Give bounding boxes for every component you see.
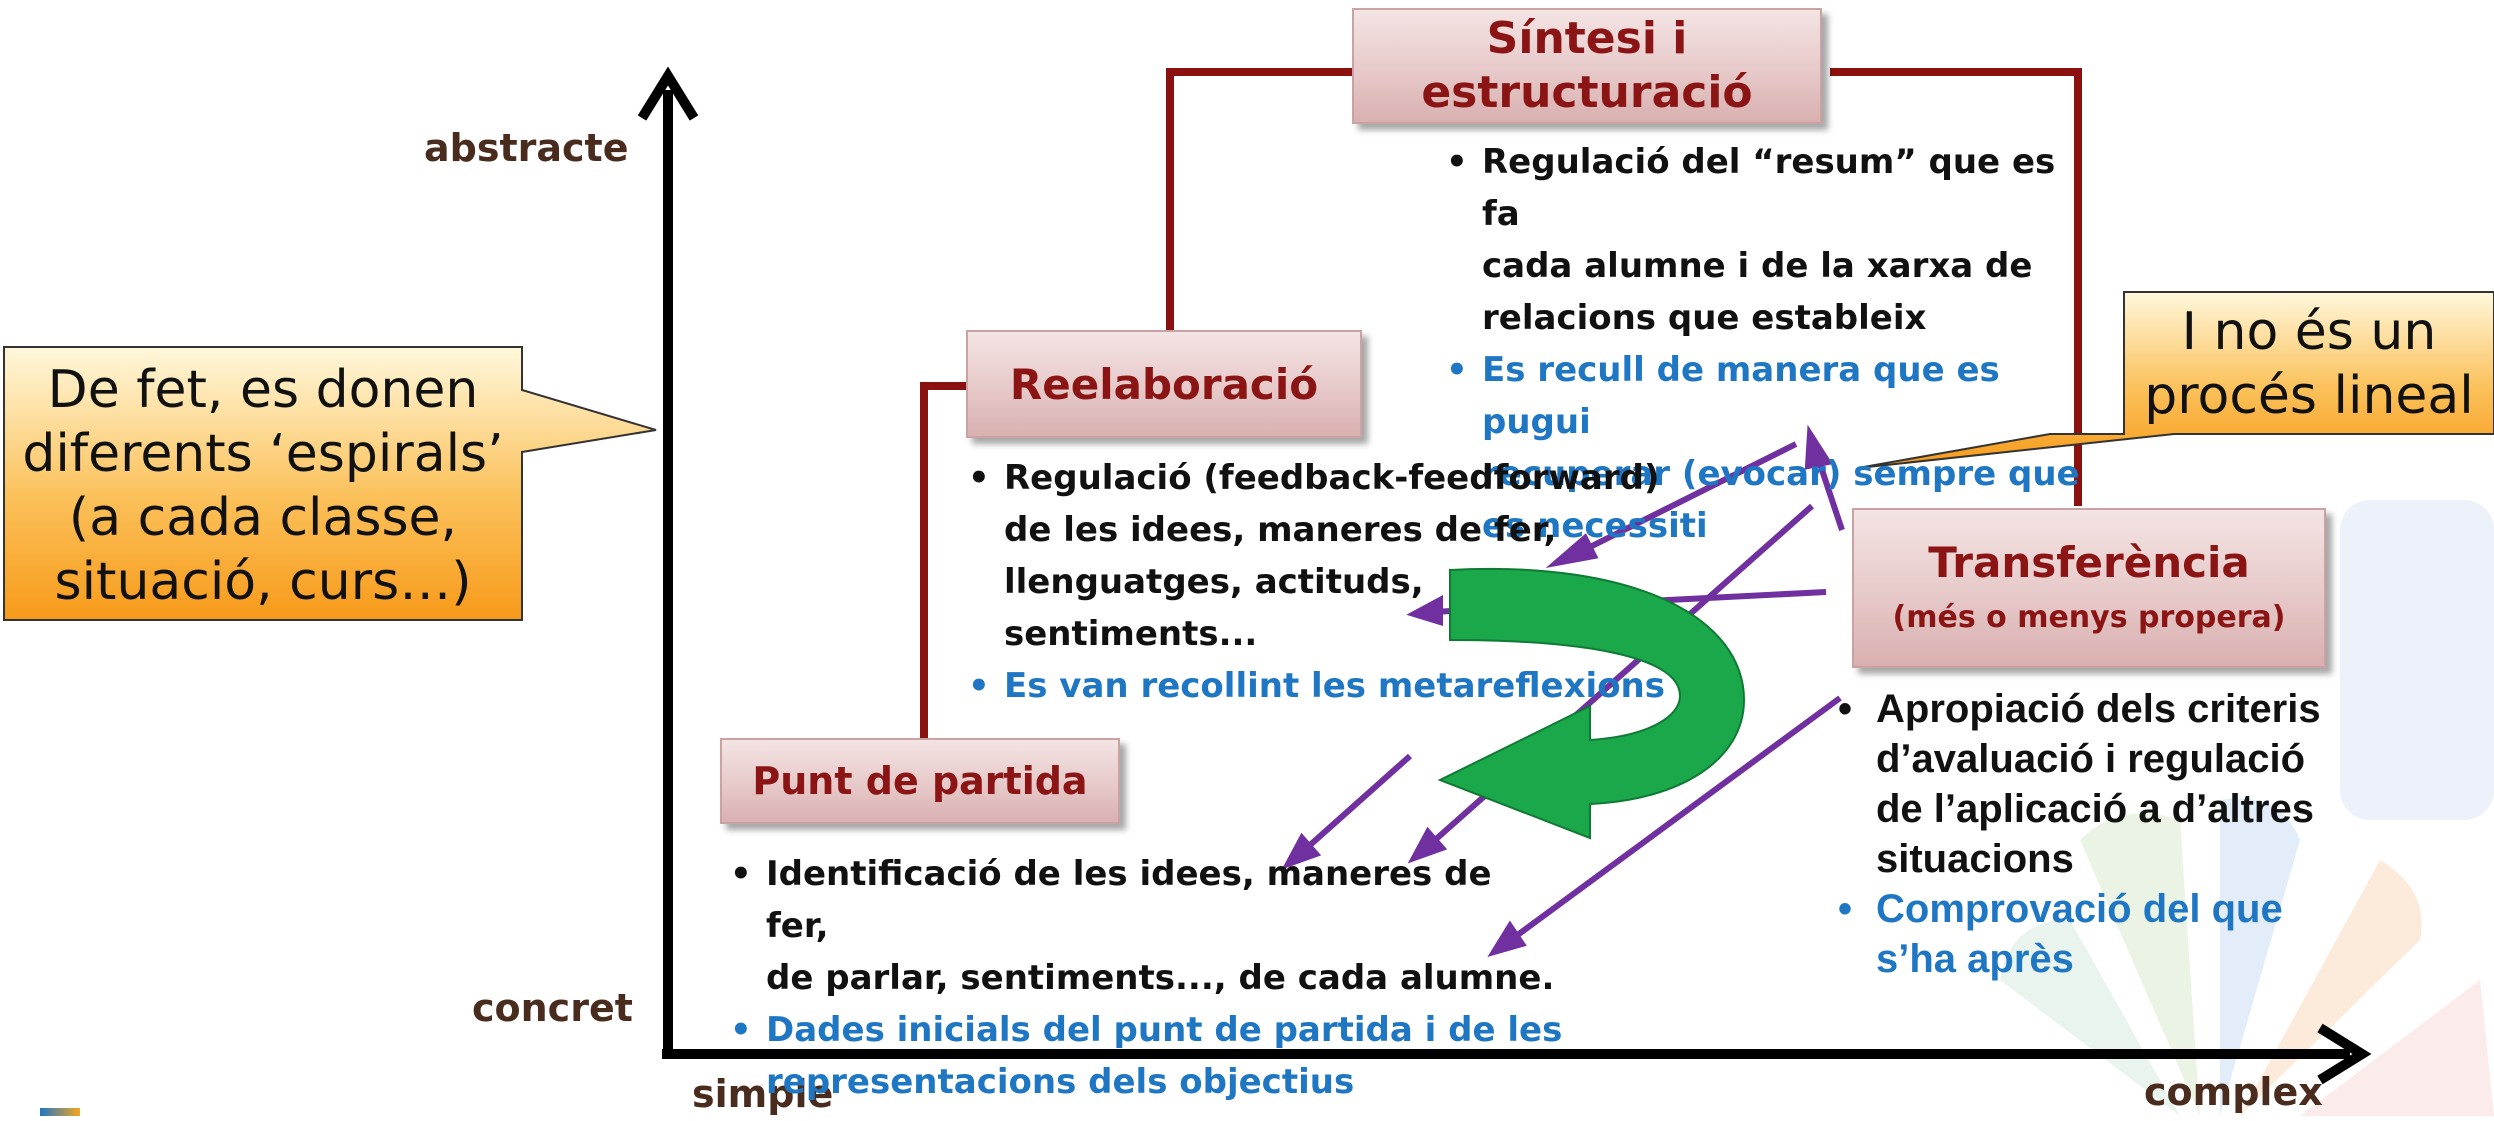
stage-punt-partida-title: Punt de partida bbox=[752, 759, 1088, 803]
bullet-line: llenguatges, actituds, bbox=[1004, 562, 1424, 602]
bullet-line: Identificació de les idees, maneres de f… bbox=[766, 854, 1492, 946]
bullet-line: Regulació del “resum” que es fa bbox=[1482, 142, 2056, 234]
left-callout-text: De fet, es donen diferents ‘espirals’ (a… bbox=[4, 358, 522, 614]
stage-punt-partida-box: Punt de partida bbox=[720, 738, 1120, 824]
callout-line: De fet, es donen bbox=[47, 360, 479, 420]
stage-reelaboracio-title: Reelaboració bbox=[1009, 359, 1319, 409]
bullet-line: s’ha après bbox=[1876, 937, 2074, 981]
logo-mark-icon bbox=[40, 1108, 80, 1116]
stage-punt-partida-bullets: Identificació de les idees, maneres de f… bbox=[724, 848, 1564, 1108]
stage-transferencia-title: Transferència bbox=[1928, 538, 2250, 587]
bullet-item: Apropiació dels criteris d’avaluació i r… bbox=[1832, 684, 2392, 884]
bullet-line: de l’aplicació a d’altres bbox=[1876, 787, 2314, 831]
stage-transferencia-box: Transferència (més o menys propera) bbox=[1852, 508, 2326, 668]
x-axis-right-label: complex bbox=[2144, 1070, 2323, 1114]
bullet-item: Identificació de les idees, maneres de f… bbox=[724, 848, 1564, 1004]
y-axis bbox=[637, 66, 699, 1058]
bullet-line: Dades inicials del punt de partida i de … bbox=[766, 1010, 1563, 1050]
bullet-line: Comprovació del que bbox=[1876, 887, 2283, 931]
callout-line: procés lineal bbox=[2144, 366, 2474, 426]
callout-line: diferents ‘espirals’ bbox=[22, 424, 504, 484]
stage-sintesi-title-line2: estructuració bbox=[1421, 67, 1753, 118]
right-callout-text: I no és un procés lineal bbox=[2124, 300, 2494, 428]
bullet-line: situacions bbox=[1876, 837, 2074, 881]
bullet-item: Regulació del “resum” que es fa cada alu… bbox=[1440, 136, 2080, 344]
callout-line: I no és un bbox=[2181, 302, 2437, 362]
bullet-line: relacions que estableix bbox=[1482, 298, 1927, 338]
stage-reelaboracio-bullets: Regulació (feedback-feedforward) de les … bbox=[962, 452, 1682, 712]
stage-transferencia-subtitle: (més o menys propera) bbox=[1892, 600, 2286, 635]
stage-sintesi-box: Síntesi i estructuració bbox=[1352, 8, 1822, 124]
y-axis-bottom-label: concret bbox=[472, 986, 633, 1030]
stage-transferencia-bullets: Apropiació dels criteris d’avaluació i r… bbox=[1832, 684, 2392, 984]
bullet-item: Comprovació del que s’ha après bbox=[1832, 884, 2392, 984]
bullet-line: Regulació (feedback-feedforward) bbox=[1004, 458, 1660, 498]
bullet-line: Apropiació dels criteris bbox=[1876, 687, 2321, 731]
bullet-item: Es van recollint les metareflexions bbox=[962, 660, 1682, 712]
bullet-line: Es van recollint les metareflexions bbox=[1004, 666, 1665, 706]
bullet-line: de les idees, maneres de fer, bbox=[1004, 510, 1557, 550]
bullet-line: de parlar, sentiments..., de cada alumne… bbox=[766, 958, 1555, 998]
stage-reelaboracio-box: Reelaboració bbox=[966, 330, 1362, 438]
callout-line: (a cada classe, bbox=[68, 488, 458, 548]
left-callout-shape bbox=[3, 346, 657, 621]
y-axis-top-label: abstracte bbox=[424, 126, 629, 170]
callout-line: situació, curs…) bbox=[54, 552, 472, 612]
bullet-line: d’avaluació i regulació bbox=[1876, 737, 2306, 781]
bullet-line: representacions dels objectius bbox=[766, 1062, 1355, 1102]
bullet-line: sentiments... bbox=[1004, 614, 1258, 654]
bullet-item: Regulació (feedback-feedforward) de les … bbox=[962, 452, 1682, 660]
bullet-line: cada alumne i de la xarxa de bbox=[1482, 246, 2033, 286]
bullet-item: Dades inicials del punt de partida i de … bbox=[724, 1004, 1564, 1108]
stage-sintesi-title-line1: Síntesi i bbox=[1486, 13, 1688, 64]
bullet-line: Es recull de manera que es pugui bbox=[1482, 350, 2000, 442]
